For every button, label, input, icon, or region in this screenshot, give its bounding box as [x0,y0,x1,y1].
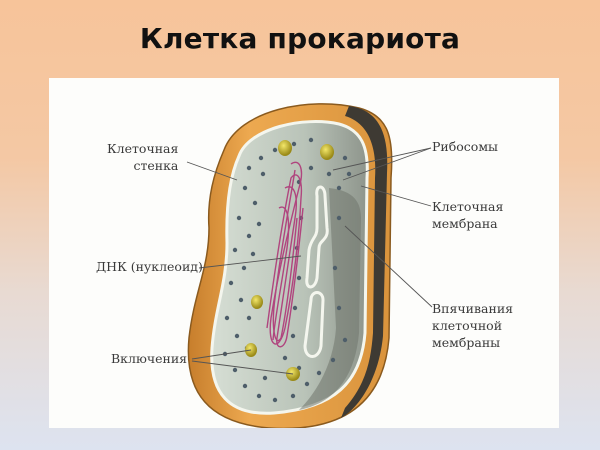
label-invaginations: Впячивания клеточной мембраны [432,300,513,351]
leader-lines [186,147,433,375]
cytoplasm [210,120,369,415]
label-cell-membrane: Клеточная мембрана [432,198,503,232]
label-line: стенка [133,158,179,173]
dna-nucleoid [266,161,304,348]
label-line: мембрана [432,216,498,231]
label-line: мембраны [432,335,501,350]
label-line: клеточной [432,318,503,333]
ribosomes [222,137,352,403]
label-inclusions: Включения [111,351,188,366]
prokaryote-cell-illustration [186,103,433,428]
label-cell-wall: Клеточная стенка [107,140,178,174]
page-title: Клетка прокариота [139,22,461,55]
label-line: Впячивания [432,301,514,316]
diagram-panel: Клеточная стенка ДНК (нуклеоид) Включени… [49,78,559,428]
label-dna: ДНК (нуклеоид) [96,259,203,274]
membrane-invaginations [303,185,329,358]
label-line: Клеточная [107,141,179,156]
label-ribosomes: Рибосомы [432,139,498,154]
label-line: Клеточная [432,199,504,214]
